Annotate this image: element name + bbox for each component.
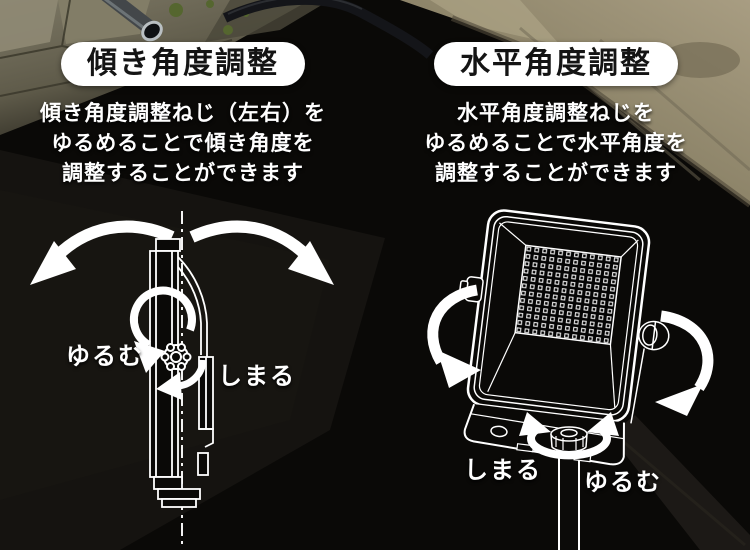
metal-pipe [101,0,163,42]
led-grid [515,245,622,345]
tilt-description: 傾き角度調整ねじ（左右）を ゆるめることで傾き角度を 調整することができます [33,99,333,189]
paving-stone [0,0,58,52]
tilt-description-line: 調整することができます [62,162,304,185]
horizontal-description: 水平角度調整ねじを ゆるめることで水平角度を 調整することができます [406,99,706,189]
panel-horizontal-adjustment: 水平角度調整 水平角度調整ねじを ゆるめることで水平角度を 調整することができま… [406,42,706,189]
pan-loosen-label: ゆるむ [584,469,662,496]
horizontal-header-badge: 水平角度調整 [434,42,678,86]
floodlight-front-view [458,209,670,466]
shadow-band [610,415,750,550]
black-cable [222,0,434,59]
tilt-tighten-label: しまる [218,363,296,390]
pan-arc-arrow-right-icon [655,310,714,416]
horizontal-description-line: 水平角度調整ねじを [457,102,655,125]
knob-rotation-arrow-icon [129,286,207,400]
tilt-header-badge: 傾き角度調整 [61,42,305,86]
right-adjustment-knob [630,320,670,424]
tilt-description-line: 傾き角度調整ねじ（左右）を [40,102,326,125]
tilt-description-line: ゆるめることで傾き角度を [51,132,315,155]
tilt-diagram [30,211,334,545]
tilt-loosen-label: ゆるむ [66,343,144,370]
mounting-pole [558,452,580,550]
shadow-edge [611,430,746,547]
pan-tighten-label: しまる [464,457,542,484]
tilt-arc-arrow-right-icon [189,220,334,285]
concrete-stain [660,42,740,78]
tilt-arc-arrow-left-icon [30,220,175,285]
tilt-adjustment-knob [160,343,192,371]
pan-arc-arrow-left-icon [427,284,481,388]
bottom-knob-rotation-arrow-icon [519,412,619,460]
horizontal-diagram [427,209,714,550]
horizontal-description-line: ゆるめることで水平角度を [424,132,688,155]
bottom-lock-knob [550,426,588,453]
panel-tilt-adjustment: 傾き角度調整 傾き角度調整ねじ（左右）を ゆるめることで傾き角度を 調整すること… [33,42,333,189]
horizontal-description-line: 調整することができます [435,162,677,185]
